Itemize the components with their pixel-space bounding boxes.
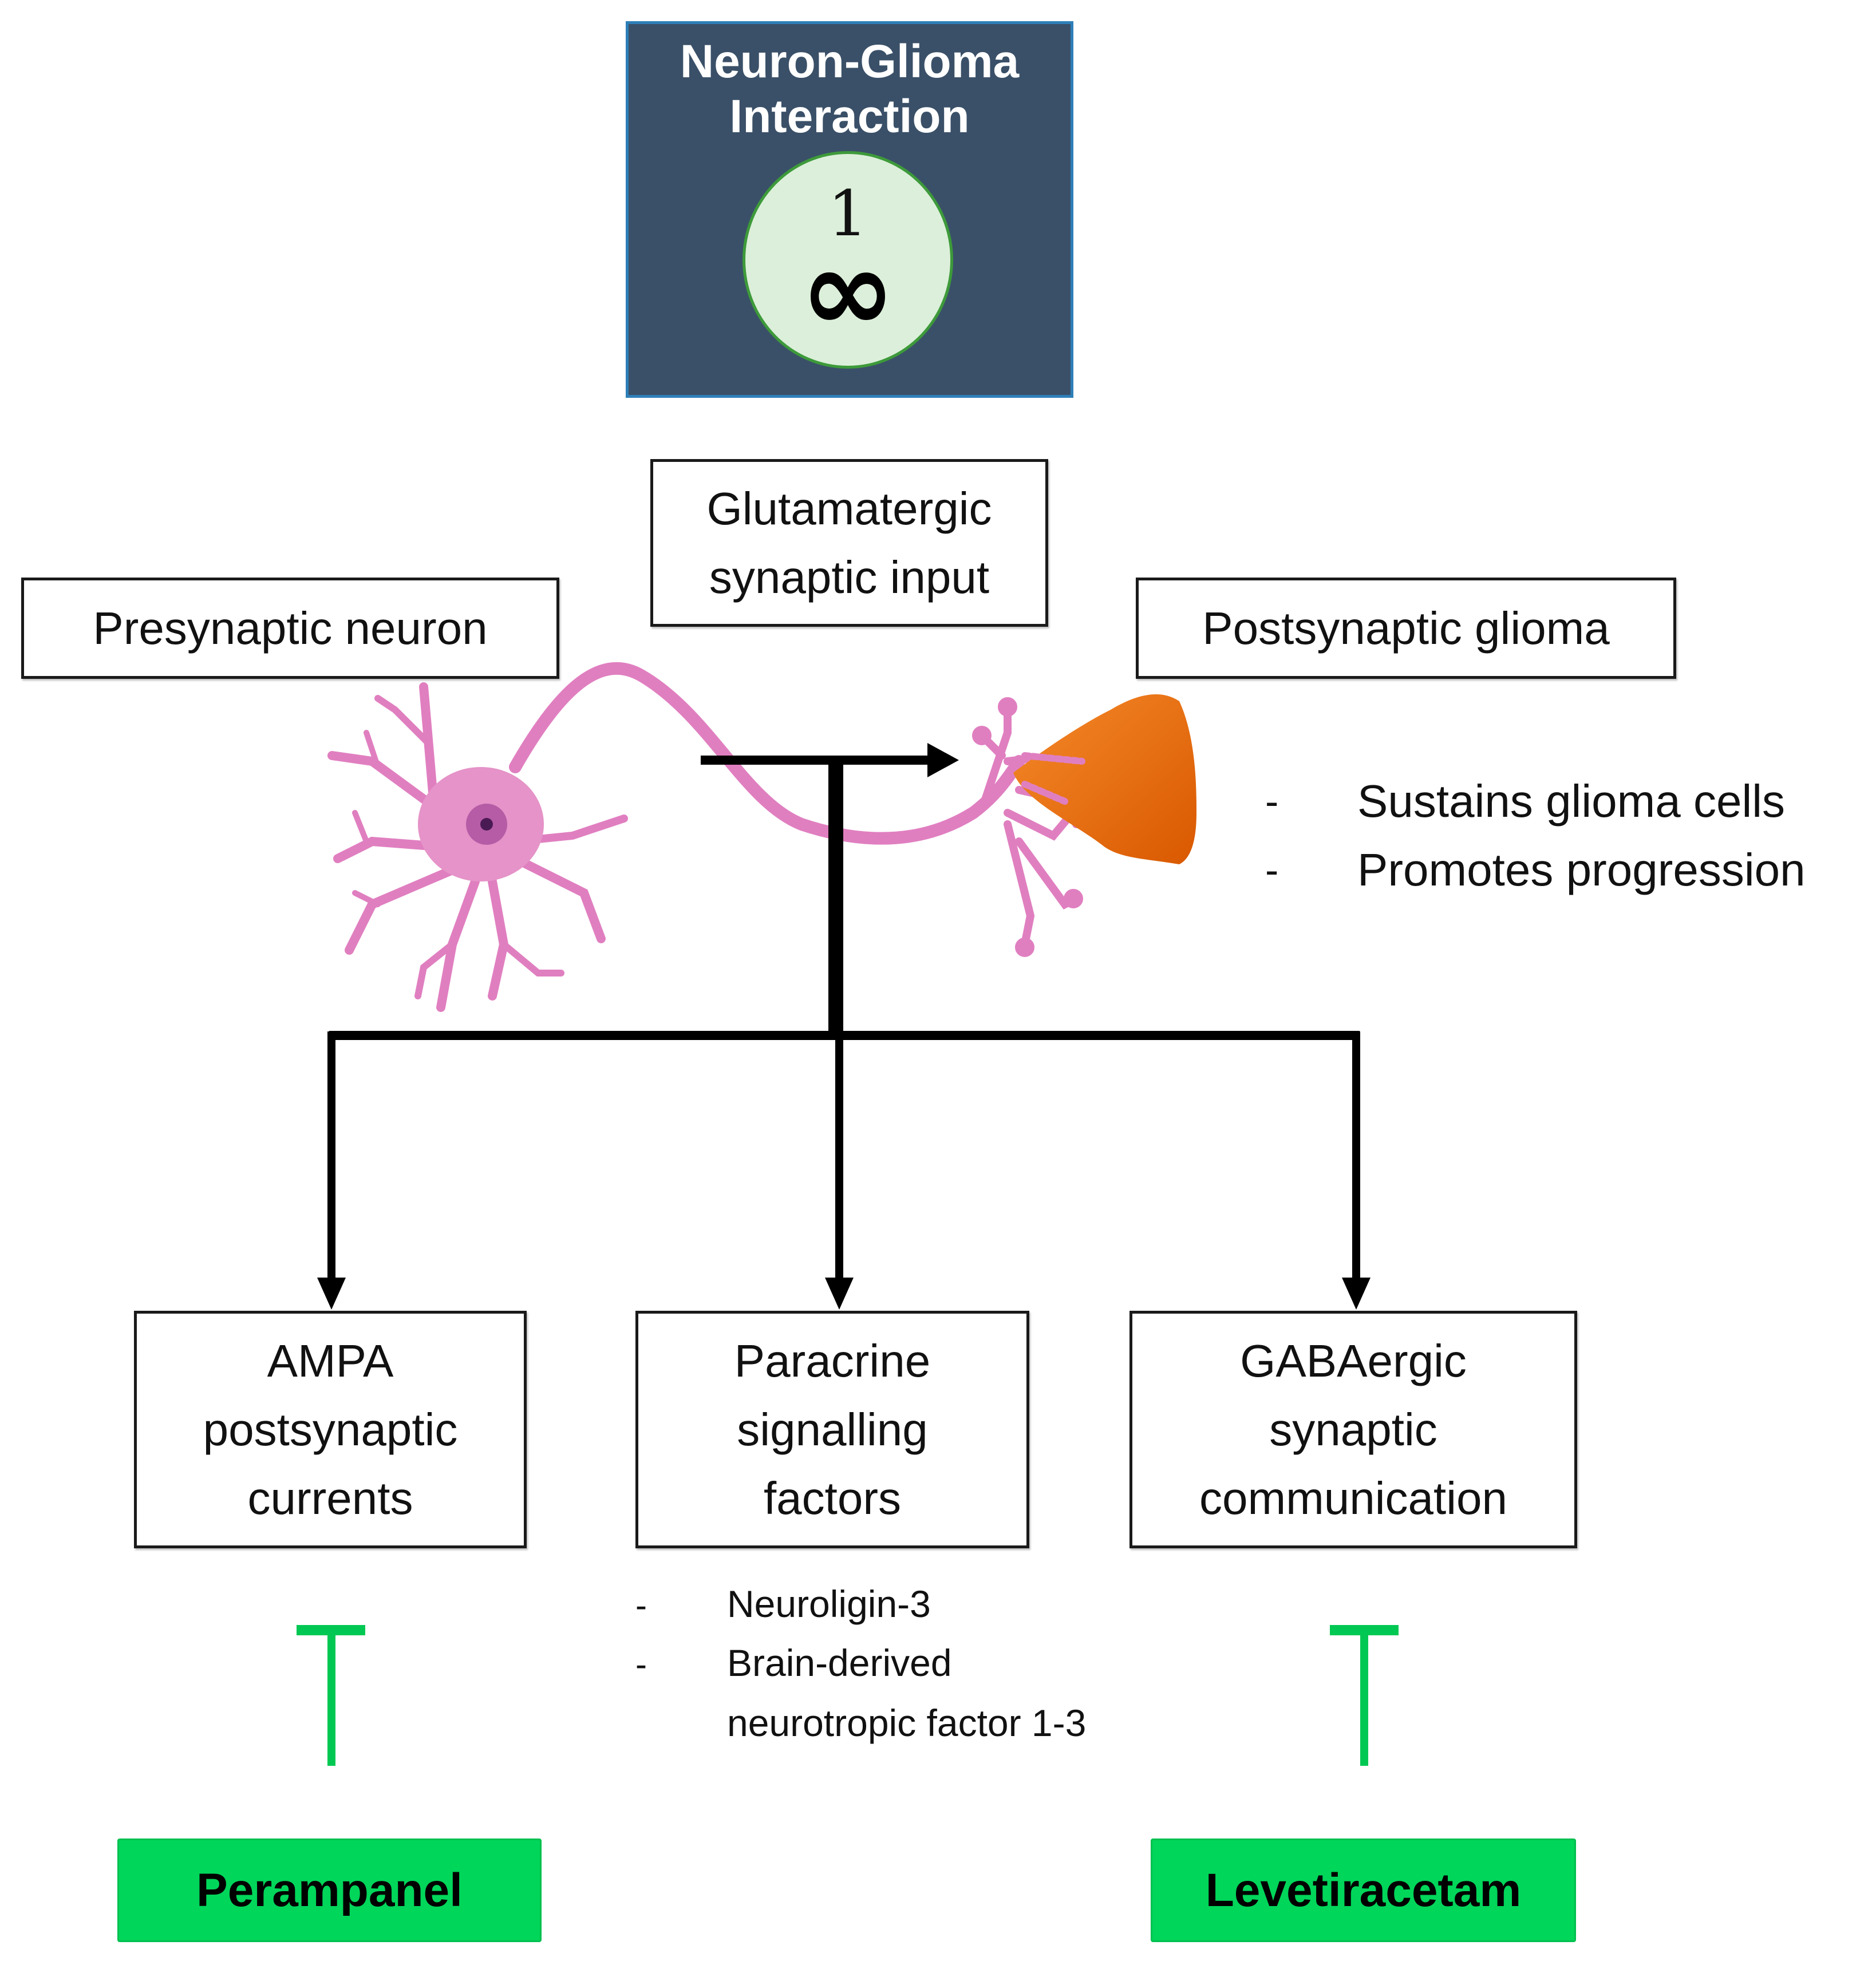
factor-dash: - xyxy=(635,1586,647,1624)
paracrine-line-1: Paracrine xyxy=(734,1335,931,1386)
diagram-title: Neuron-Glioma Interaction xyxy=(629,34,1071,144)
glioma-cell-icon xyxy=(1013,694,1196,864)
inhibition-bar-levetiracetam xyxy=(1330,1625,1399,1766)
factor-bdnf-line-2: neurotropic factor 1-3 xyxy=(727,1702,1087,1744)
ampa-line-3: currents xyxy=(247,1472,413,1524)
glutamatergic-text-line-1: Glutamatergic xyxy=(706,483,992,534)
presynaptic-neuron-label: Presynaptic neuron xyxy=(21,578,559,679)
drug-levetiracetam-label: Levetiracetam xyxy=(1205,1864,1522,1916)
badge-number: 1 xyxy=(828,177,868,250)
effect-dash: - xyxy=(1265,848,1279,892)
arrow-to-gabaergic xyxy=(1342,1031,1371,1310)
arrow-to-ampa xyxy=(317,1031,346,1310)
effect-promotes-progression: Promotes progression xyxy=(1357,844,1806,895)
synapse-contact-icon xyxy=(1021,752,1085,805)
effect-sustains-glioma: Sustains glioma cells xyxy=(1357,776,1785,827)
ampa-currents-box: AMPA postsynaptic currents xyxy=(134,1311,527,1548)
gabaergic-communication-box: GABAergic synaptic communication xyxy=(1129,1311,1577,1548)
postsynaptic-glioma-text: Postsynaptic glioma xyxy=(1202,602,1610,654)
presynaptic-neuron-text: Presynaptic neuron xyxy=(93,602,488,654)
effect-dash: - xyxy=(1265,779,1279,824)
paracrine-line-2: signalling xyxy=(737,1403,928,1455)
glutamatergic-text-line-2: synaptic input xyxy=(709,551,990,603)
inhibition-bar-perampanel xyxy=(297,1625,365,1766)
drug-levetiracetam: Levetiracetam xyxy=(1151,1839,1576,1942)
neuron-nucleolus xyxy=(480,818,493,831)
infinity-icon: ∞ xyxy=(800,224,896,358)
postsynaptic-glioma-label: Postsynaptic glioma xyxy=(1136,578,1676,679)
interaction-badge: 1 ∞ xyxy=(742,151,953,369)
paracrine-signalling-box: Paracrine signalling factors xyxy=(635,1311,1029,1548)
factor-bdnf-line-1: Brain-derived xyxy=(727,1642,952,1684)
glutamatergic-arrow xyxy=(701,743,959,777)
gabaergic-line-3: communication xyxy=(1199,1472,1507,1524)
ampa-line-1: AMPA xyxy=(267,1335,394,1386)
glutamatergic-input-label: Glutamatergic synaptic input xyxy=(650,459,1048,627)
gabaergic-line-2: synaptic xyxy=(1269,1403,1437,1455)
paracrine-line-3: factors xyxy=(763,1472,902,1524)
gabaergic-line-1: GABAergic xyxy=(1240,1335,1467,1386)
factor-dash: - xyxy=(635,1645,647,1683)
title-line-1: Neuron-Glioma xyxy=(680,35,1020,88)
ampa-line-2: postsynaptic xyxy=(203,1403,458,1455)
drug-perampanel: Perampanel xyxy=(117,1839,542,1942)
title-line-2: Interaction xyxy=(729,90,970,143)
factor-neuroligin-3: Neuroligin-3 xyxy=(727,1583,931,1625)
arrow-to-paracrine xyxy=(825,1031,854,1310)
drug-perampanel-label: Perampanel xyxy=(196,1864,463,1916)
